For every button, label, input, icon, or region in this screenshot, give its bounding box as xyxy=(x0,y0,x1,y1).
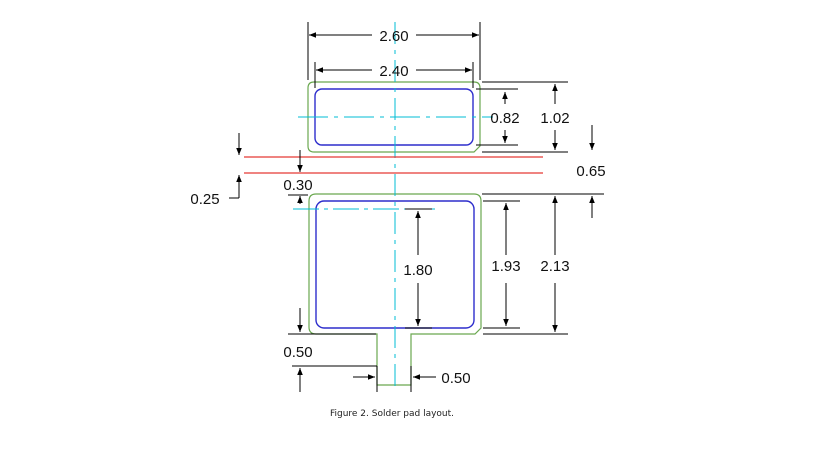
dim-label-1-93: 1.93 xyxy=(491,258,520,275)
dim-label-2-13: 2.13 xyxy=(540,258,569,275)
dim-label-0-30: 0.30 xyxy=(283,177,312,194)
dim-label-1-80: 1.80 xyxy=(403,262,432,279)
dim-label-0-82: 0.82 xyxy=(490,110,519,127)
dim-label-2-40: 2.40 xyxy=(379,63,408,80)
dim-label-0-50-width: 0.50 xyxy=(441,370,470,387)
figure-caption-container: Figure 2. Solder pad layout. xyxy=(0,409,820,419)
dim-label-1-02: 1.02 xyxy=(540,110,569,127)
figure-caption: Figure 2. Solder pad layout. xyxy=(329,409,455,419)
dim-label-0-50-length: 0.50 xyxy=(283,344,312,361)
dim-label-0-25: 0.25 xyxy=(190,191,219,208)
dim-label-2-60: 2.60 xyxy=(379,28,408,45)
dim-label-0-65: 0.65 xyxy=(576,163,605,180)
top-pad-outline xyxy=(307,81,481,153)
